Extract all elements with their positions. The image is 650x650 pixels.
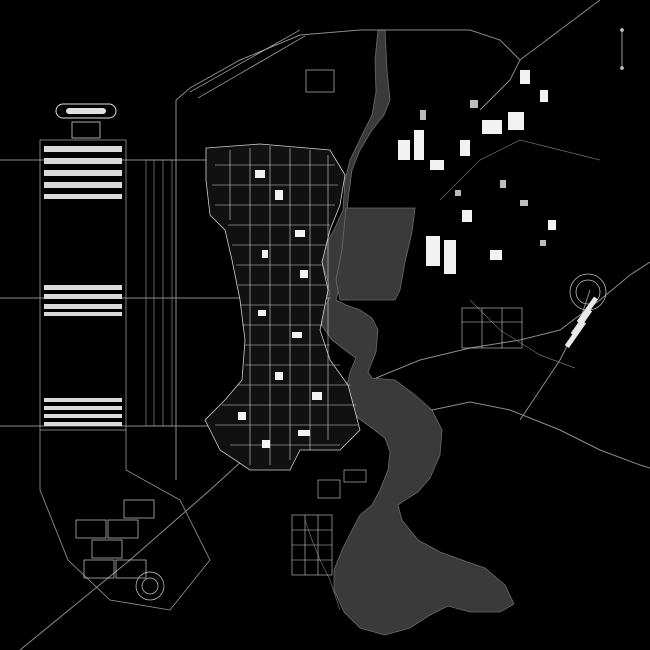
urban-core — [204, 143, 361, 471]
urban-core-outline — [204, 143, 361, 471]
core-buildings — [238, 170, 322, 448]
east-link — [439, 139, 601, 201]
residential-fan — [75, 499, 165, 601]
north-arrow-icon — [620, 28, 624, 70]
northeast-road — [519, 0, 601, 61]
south-east-curve — [469, 299, 576, 369]
gate-structure — [71, 121, 101, 139]
north-harbour — [189, 29, 335, 99]
river-channel — [321, 29, 515, 636]
southeast-road — [431, 401, 650, 469]
eastern-highway — [375, 261, 650, 379]
industrial-zone — [398, 70, 556, 349]
district-outline — [39, 139, 127, 431]
water-bodies — [321, 29, 515, 636]
airport-runways — [564, 296, 599, 349]
upper-reservoir — [335, 207, 416, 301]
industrial-buildings — [398, 70, 556, 274]
south-blocks — [44, 398, 122, 426]
greenbelt-strip — [145, 159, 173, 427]
east-suburb — [461, 307, 523, 349]
district-lower-arm — [39, 430, 211, 611]
north-pavilion — [55, 103, 117, 119]
riverside-district — [291, 469, 367, 576]
diagonal-link — [19, 439, 266, 650]
north-blocks — [44, 146, 122, 199]
ring-road — [175, 29, 521, 111]
industrial-sheds — [420, 100, 546, 246]
planned-west-district — [39, 103, 211, 611]
middle-blocks — [44, 285, 122, 316]
north-pavilion-core — [66, 108, 106, 114]
core-street-grid — [212, 146, 358, 465]
